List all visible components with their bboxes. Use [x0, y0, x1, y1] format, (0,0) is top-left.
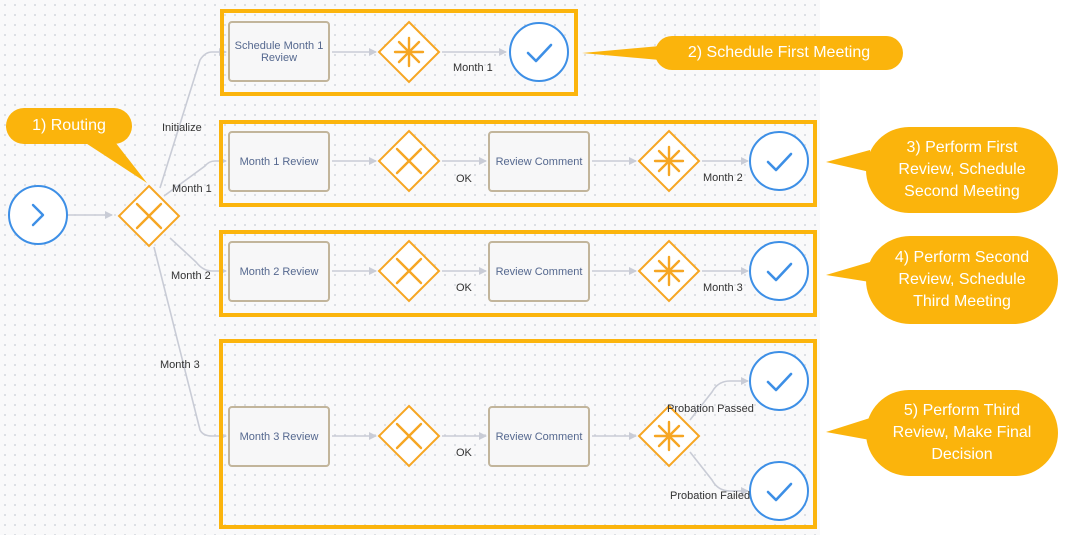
- end-event-r2: [749, 131, 809, 191]
- highlight-perform-first: [219, 120, 817, 207]
- start-event: [8, 185, 68, 245]
- edge-label-probation-failed: Probation Failed: [670, 490, 751, 502]
- asterisk-icon: [653, 255, 685, 287]
- callout-perform-third: 5) Perform Third Review, Make Final Deci…: [866, 390, 1058, 476]
- callout-line: 3) Perform First: [906, 139, 1018, 156]
- edge-label-initialize: Initialize: [162, 122, 202, 134]
- asterisk-icon: [653, 420, 685, 452]
- callout-line: Second Meeting: [904, 183, 1020, 200]
- edge-label-month2: Month 2: [171, 270, 211, 282]
- callout-perform-third-shape: [826, 390, 1058, 476]
- callout-perform-second-shape: [826, 236, 1058, 324]
- callout-perform-second: 4) Perform Second Review, Schedule Third…: [866, 236, 1058, 324]
- check-icon: [526, 43, 553, 63]
- edge-label-month3: Month 3: [160, 359, 200, 371]
- highlight-schedule-first: [220, 9, 578, 96]
- exclusive-gateway-r2: [377, 129, 441, 193]
- end-event-r3: [749, 241, 809, 301]
- callout-schedule-first-shape: [582, 36, 903, 70]
- exclusive-gateway-r3: [377, 239, 441, 303]
- asterisk-icon: [653, 145, 685, 177]
- check-icon: [766, 262, 793, 282]
- x-icon: [395, 422, 423, 450]
- callout-line: Review, Schedule: [898, 161, 1026, 178]
- highlight-perform-second: [219, 230, 817, 317]
- callout-line: Decision: [931, 446, 993, 463]
- check-icon: [766, 152, 793, 172]
- highlight-perform-third: [219, 339, 817, 529]
- x-icon: [395, 257, 423, 285]
- check-icon: [766, 372, 793, 392]
- end-event-passed: [749, 351, 809, 411]
- callout-line: 4) Perform Second: [894, 249, 1030, 266]
- callout-routing: 1) Routing: [32, 117, 106, 134]
- edge-label-month2-end: Month 2: [703, 172, 743, 184]
- asterisk-icon: [393, 36, 425, 68]
- connector-month3: [153, 246, 227, 440]
- edge-label-probation-passed: Probation Passed: [667, 403, 754, 415]
- end-event-r1: [509, 22, 569, 82]
- callout-routing-shape: [6, 108, 147, 183]
- callout-line: 5) Perform Third: [903, 402, 1021, 419]
- connector-month2: [169, 237, 227, 275]
- task-review-comment-1[interactable]: Review Comment: [488, 131, 590, 192]
- callout-perform-first-shape: [826, 127, 1058, 213]
- edge-label-month1-end: Month 1: [453, 62, 493, 74]
- end-event-failed: [749, 461, 809, 521]
- parallel-gateway-r4: [637, 404, 701, 468]
- connector-passed: [689, 377, 749, 421]
- task-month1-review[interactable]: Month 1 Review: [228, 131, 330, 192]
- chevron-right-icon: [31, 203, 45, 227]
- parallel-gateway-r3: [637, 239, 701, 303]
- edge-label-month3-end: Month 3: [703, 282, 743, 294]
- connector-failed: [689, 451, 749, 495]
- edge-label-month1: Month 1: [172, 183, 212, 195]
- edge-label-ok-1: OK: [456, 173, 472, 185]
- task-month3-review[interactable]: Month 3 Review: [228, 406, 330, 467]
- check-icon: [766, 482, 793, 502]
- exclusive-gateway-r4: [377, 404, 441, 468]
- routing-gateway: [117, 184, 181, 248]
- connector-initialize: [159, 48, 227, 189]
- task-review-comment-3[interactable]: Review Comment: [488, 406, 590, 467]
- task-review-comment-2[interactable]: Review Comment: [488, 241, 590, 302]
- edge-label-ok-3: OK: [456, 447, 472, 459]
- callout-line: Review, Schedule: [898, 271, 1026, 288]
- connector-month1: [163, 157, 227, 197]
- callout-schedule-first: 2) Schedule First Meeting: [687, 44, 871, 61]
- x-icon: [135, 202, 163, 230]
- task-schedule-month1-review[interactable]: Schedule Month 1 Review: [228, 21, 330, 82]
- x-icon: [395, 147, 423, 175]
- edge-label-ok-2: OK: [456, 282, 472, 294]
- callout-perform-first: 3) Perform First Review, Schedule Second…: [866, 127, 1058, 213]
- callout-line: Third Meeting: [913, 293, 1011, 310]
- parallel-gateway-r1: [377, 20, 441, 84]
- task-month2-review[interactable]: Month 2 Review: [228, 241, 330, 302]
- parallel-gateway-r2: [637, 129, 701, 193]
- callout-line: Review, Make Final: [892, 424, 1032, 441]
